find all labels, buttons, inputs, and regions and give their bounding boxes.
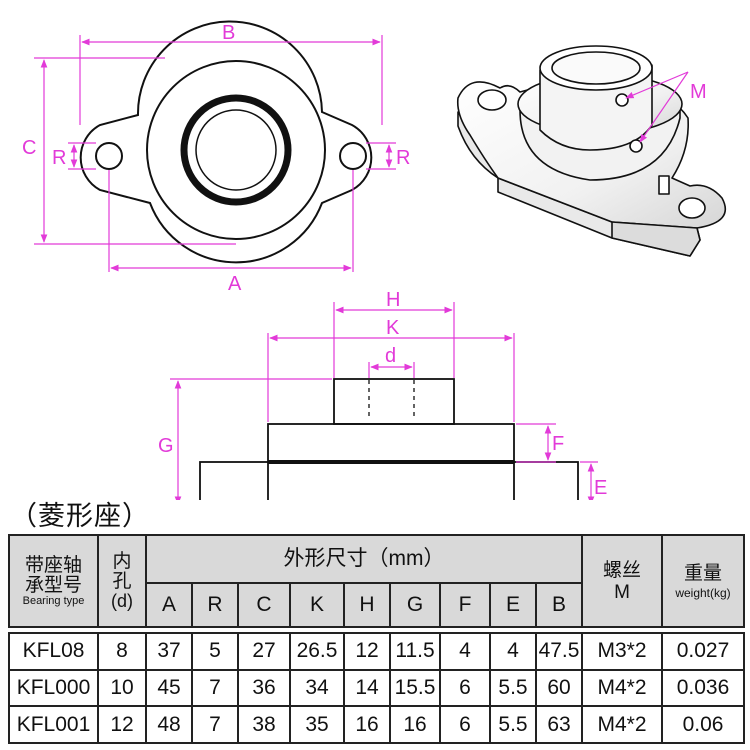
header-weight: 重量 weight(kg) (661, 534, 746, 628)
cell-C: 38 (237, 705, 291, 744)
cell-type: KFL001 (8, 705, 99, 744)
table-row: KFL001 12 48 7 38 35 16 16 6 5.5 63 M4*2… (8, 705, 746, 744)
header-bearing-type: 带座轴 承型号 Bearing type (8, 534, 99, 628)
label-E: E (594, 477, 607, 499)
header-col-F: F (439, 582, 491, 628)
cell-type: KFL000 (8, 668, 99, 708)
side-base (199, 461, 579, 500)
cell-A: 48 (145, 705, 193, 744)
header-col-K: K (289, 582, 345, 628)
label-d: d (385, 345, 396, 367)
iso-hole-right (678, 197, 706, 219)
iso-view (456, 45, 727, 257)
header-thread: 螺丝 M (581, 534, 664, 628)
table-spacer-row (9, 626, 745, 634)
cell-F: 6 (439, 668, 491, 708)
cell-weight: 0.06 (661, 705, 746, 744)
cell-d: 8 (97, 632, 147, 671)
label-C: C (22, 137, 36, 159)
bearing-inner-ring (195, 109, 277, 191)
cell-A: 45 (145, 668, 193, 708)
iso-setscrew-hole-1 (615, 93, 629, 107)
cell-H: 14 (343, 668, 391, 708)
cell-F: 6 (439, 705, 491, 744)
cell-M: M4*2 (581, 705, 664, 744)
iso-bore (551, 51, 641, 85)
cell-B: 47.5 (534, 632, 584, 671)
cell-K: 35 (289, 705, 345, 744)
cell-R: 5 (191, 632, 239, 671)
side-view-dimensions (170, 302, 598, 500)
top-view-dimensions (34, 35, 396, 272)
cell-d: 12 (97, 705, 147, 744)
cell-d: 10 (97, 668, 147, 708)
header-dimensions-group: 外形尺寸（mm） (144, 534, 584, 584)
label-R-left: R (52, 147, 66, 169)
iso-flange-edge (611, 221, 701, 257)
label-A: A (228, 273, 242, 295)
table-row: KFL000 10 45 7 36 34 14 15.5 6 5.5 60 M4… (8, 668, 746, 708)
table-header-row-1: 带座轴 承型号 Bearing type 内 孔 (d) 外形尺寸（mm） 螺丝… (8, 534, 746, 628)
section-title: （菱形座） (10, 501, 150, 532)
iso-dimension-M (625, 71, 689, 143)
cell-C: 27 (237, 632, 291, 671)
label-G: G (158, 435, 174, 457)
table-header-row-2: A R C K H G F E B (9, 582, 744, 628)
header-col-A: A (145, 582, 193, 628)
header-col-G: G (389, 582, 441, 628)
cell-R: 7 (191, 668, 239, 708)
technical-drawing: B C R R A M (22, 20, 727, 500)
cell-A: 37 (145, 632, 193, 671)
cell-B: 60 (534, 668, 584, 708)
cell-E: 4 (489, 632, 537, 671)
cell-M: M4*2 (581, 668, 664, 708)
cell-weight: 0.036 (661, 668, 746, 708)
header-col-H: H (343, 582, 391, 628)
cell-F: 4 (439, 632, 491, 671)
header-col-C: C (237, 582, 291, 628)
label-R-right: R (396, 147, 410, 169)
header-bore: 内 孔 (d) (97, 534, 147, 628)
cell-E: 5.5 (489, 705, 537, 744)
mount-hole-right (339, 142, 367, 170)
header-col-R: R (191, 582, 239, 628)
cell-type: KFL08 (8, 632, 99, 671)
cell-G: 16 (389, 705, 441, 744)
side-housing (267, 423, 515, 463)
flange-outline (79, 20, 373, 264)
cell-M: M3*2 (581, 632, 664, 671)
cell-C: 36 (237, 668, 291, 708)
header-col-B: B (534, 582, 584, 628)
cell-K: 26.5 (289, 632, 345, 671)
cell-H: 12 (343, 632, 391, 671)
iso-notch-left (658, 175, 670, 195)
cell-K: 34 (289, 668, 345, 708)
cell-weight: 0.027 (661, 632, 746, 671)
label-K: K (386, 317, 400, 339)
side-view (199, 378, 579, 500)
label-F: F (552, 433, 564, 455)
cell-G: 15.5 (389, 668, 441, 708)
table-row: KFL08 8 37 5 27 26.5 12 11.5 4 4 47.5 M3… (8, 632, 746, 671)
label-M: M (690, 81, 707, 103)
cell-B: 63 (534, 705, 584, 744)
cell-R: 7 (191, 705, 239, 744)
label-B: B (222, 22, 235, 44)
spec-table: 带座轴 承型号 Bearing type 内 孔 (d) 外形尺寸（mm） 螺丝… (8, 534, 746, 744)
header-col-E: E (489, 582, 537, 628)
bearing-outer-ring (180, 94, 292, 206)
top-view (79, 20, 373, 264)
mount-hole-left (95, 142, 123, 170)
housing-circle (146, 60, 326, 240)
iso-hole-left (477, 89, 507, 111)
iso-setscrew-hole-2 (629, 139, 643, 153)
side-collar (333, 378, 455, 425)
cell-G: 11.5 (389, 632, 441, 671)
label-H: H (386, 289, 400, 311)
cell-E: 5.5 (489, 668, 537, 708)
cell-H: 16 (343, 705, 391, 744)
